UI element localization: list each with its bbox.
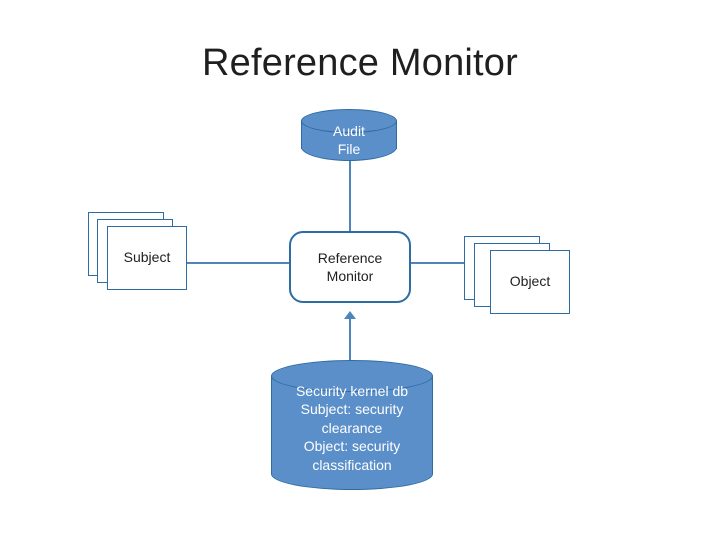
node-subject[interactable]: Subject <box>88 212 188 290</box>
node-audit-file[interactable]: Audit File <box>301 109 397 161</box>
audit-file-cylinder-top <box>301 109 397 133</box>
arrowhead-to-reference-monitor <box>344 311 356 319</box>
connector-reference-monitor-to-audit-file <box>349 158 351 232</box>
node-security-kernel-db[interactable]: Security kernel db Subject: security cle… <box>271 360 433 490</box>
security-kernel-db-cylinder-top <box>271 360 433 392</box>
node-reference-monitor[interactable]: Reference Monitor <box>289 231 411 303</box>
node-object[interactable]: Object <box>464 236 570 314</box>
connector-security-kernel-db-to-reference-monitor <box>349 318 351 372</box>
audit-file-label: Audit File <box>333 123 365 158</box>
security-kernel-db-label: Security kernel db Subject: security cle… <box>295 383 409 473</box>
page-title: Reference Monitor <box>202 42 518 84</box>
connector-subject-to-reference-monitor <box>186 262 290 264</box>
object-rect-front <box>490 250 570 314</box>
object-label: Object <box>509 273 551 290</box>
security-kernel-db-cylinder-body <box>271 376 433 474</box>
subject-label: Subject <box>123 249 171 266</box>
subject-rect-front <box>107 226 187 290</box>
connector-reference-monitor-to-object <box>410 262 480 264</box>
